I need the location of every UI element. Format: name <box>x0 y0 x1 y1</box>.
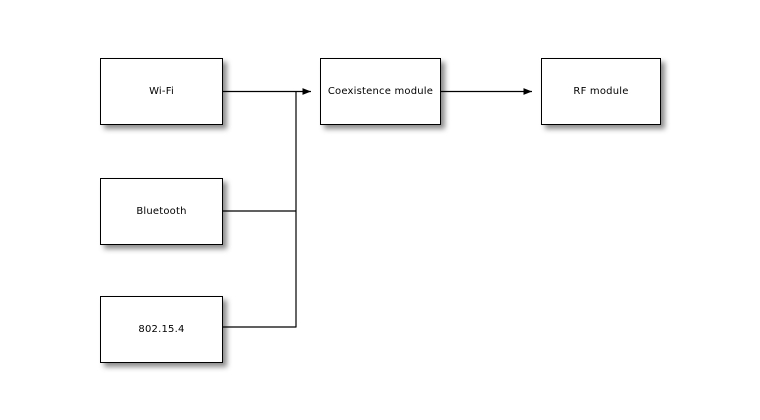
node-802-15-4[interactable]: 802.15.4 <box>100 296 223 363</box>
node-coexistence-module-label: Coexistence module <box>327 85 434 97</box>
node-coexistence-module[interactable]: Coexistence module <box>320 58 441 125</box>
node-bluetooth-label: Bluetooth <box>136 205 187 217</box>
node-wifi[interactable]: Wi-Fi <box>100 58 223 125</box>
node-rf-module[interactable]: RF module <box>541 58 661 125</box>
node-rf-module-label: RF module <box>573 85 629 97</box>
node-wifi-label: Wi-Fi <box>149 85 174 97</box>
node-802-15-4-label: 802.15.4 <box>138 323 185 335</box>
node-bluetooth[interactable]: Bluetooth <box>100 178 223 245</box>
